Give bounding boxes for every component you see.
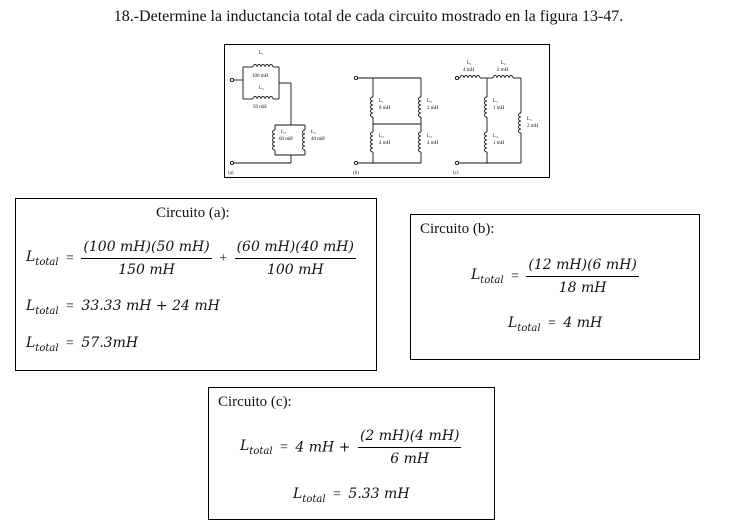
solution-a-fraction-2: (60 mH)(40 mH) 100 mH — [234, 239, 356, 278]
solution-a-formula: Ltotal = (100 mH)(50 mH) 150 mH + (60 mH… — [26, 239, 356, 278]
solution-a-heading: Circuito (a): — [156, 205, 230, 221]
solution-c-box: Circuito (c): Ltotal = 4 mH + (2 mH)(4 m… — [208, 387, 495, 520]
problem-title: 18.-Determine la inductancia total de ca… — [113, 8, 624, 25]
solution-c-result: Ltotal = 5.33 mH — [293, 486, 410, 505]
circuit-a-l4-name: L₄ — [311, 130, 316, 135]
circuit-b-l4-name: L₄ — [427, 134, 432, 139]
circuit-c-l1-value: 4 mH — [463, 68, 475, 73]
circuit-a-l2-name: L₂ — [259, 86, 264, 91]
circuit-a-l3-name: L₃ — [281, 130, 286, 135]
circuit-b-l4-value: 4 mH — [427, 141, 439, 146]
circuit-figure: L₁ 100 mH L₂ 50 mH L₃ 60 mH L₄ 40 mH (a)… — [224, 44, 550, 178]
circuit-a-tag: (a) — [228, 171, 234, 176]
circuit-a-l1-name: L₁ — [259, 51, 264, 56]
solution-b-formula: Ltotal = (12 mH)(6 mH) 18 mH — [471, 257, 639, 296]
circuit-b-l1-name: L₁ — [379, 99, 384, 104]
circuit-a-l3-value: 60 mH — [279, 137, 293, 142]
solution-a-step-2: Ltotal = 33.33 mH + 24 mH — [26, 298, 220, 317]
circuit-c-l1-name: L₁ — [467, 61, 472, 66]
solution-a-box: Circuito (a): Ltotal = (100 mH)(50 mH) 1… — [15, 198, 377, 371]
circuit-c-tag: (c) — [453, 171, 459, 176]
circuit-c-l4-value: 1 mH — [493, 141, 505, 146]
circuit-c-l3-value: 1 mH — [493, 106, 505, 111]
solution-b-heading: Circuito (b): — [420, 221, 495, 237]
solution-a-fraction-1: (100 mH)(50 mH) 150 mH — [81, 239, 212, 278]
circuit-c-l4-name: L₄ — [493, 134, 498, 139]
circuit-b-l3-value: 2 mH — [427, 106, 439, 111]
circuit-c-l2-name: L₂ — [501, 61, 506, 66]
circuit-a-diagram — [229, 64, 306, 166]
circuit-a-l4-value: 40 mH — [311, 137, 325, 142]
circuit-c-l3-name: L₃ — [493, 99, 498, 104]
circuit-a-l1-value: 100 mH — [252, 74, 269, 79]
solution-c-formula: Ltotal = 4 mH + (2 mH)(4 mH) 6 mH — [240, 428, 462, 467]
circuit-b-diagram — [353, 75, 422, 166]
circuit-c-l5-value: 2 mH — [527, 124, 539, 129]
circuit-b-l1-value: 8 mH — [379, 106, 391, 111]
solution-c-fraction: (2 mH)(4 mH) 6 mH — [357, 428, 462, 467]
circuit-a-l2-value: 50 mH — [253, 105, 267, 110]
circuit-diagrams: L₁ 100 mH L₂ 50 mH L₃ 60 mH L₄ 40 mH (a)… — [228, 51, 539, 176]
solution-c-heading: Circuito (c): — [218, 394, 292, 410]
circuit-b-l2-name: L₂ — [379, 134, 384, 139]
solution-b-result: Ltotal = 4 mH — [508, 315, 603, 334]
circuit-b-l2-value: 4 mH — [379, 141, 391, 146]
solution-a-result: Ltotal = 57.3mH — [26, 335, 139, 354]
circuit-c-diagram — [454, 75, 522, 166]
solution-b-box: Circuito (b): Ltotal = (12 mH)(6 mH) 18 … — [410, 214, 700, 360]
circuit-b-tag: (b) — [353, 171, 359, 176]
circuit-b-l3-name: L₃ — [427, 99, 432, 104]
solution-b-fraction: (12 mH)(6 mH) 18 mH — [526, 257, 639, 296]
circuit-c-l2-value: 2 mH — [497, 68, 509, 73]
circuit-c-l5-name: L₅ — [527, 117, 532, 122]
